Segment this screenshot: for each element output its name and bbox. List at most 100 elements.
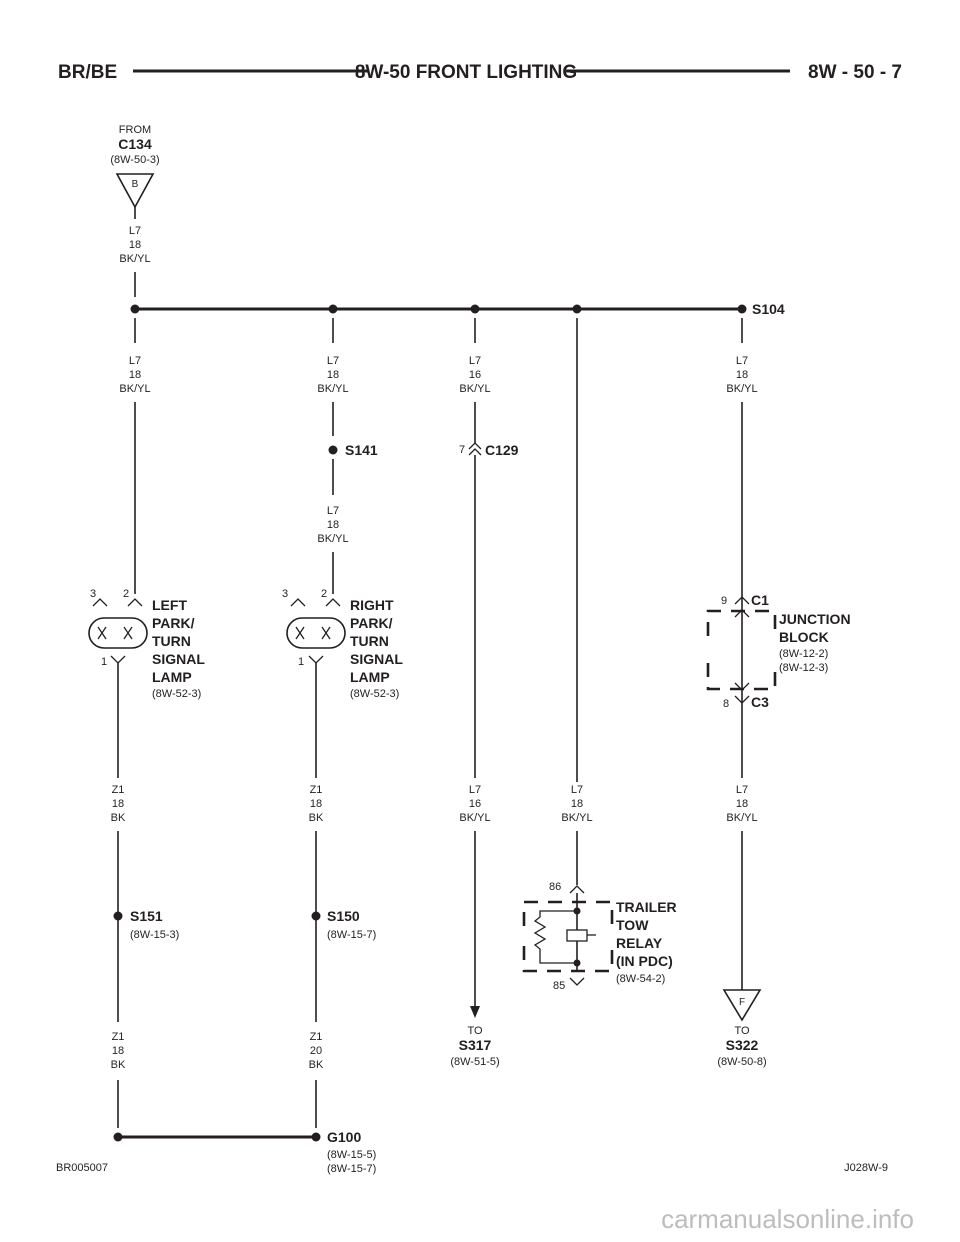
arrow-down-icon: [470, 1006, 480, 1018]
left-lamp: 3 2 1 LEFT PARK/ TURN SIGNAL LAMP (8W-52…: [88, 588, 205, 700]
relay-pin-86: 86: [549, 881, 561, 893]
svg-text:PARK/: PARK/: [152, 615, 195, 631]
svg-text:L7: L7: [736, 784, 748, 796]
c3-terminal-bottom: [734, 695, 750, 704]
wire-label-right-ground-2: Z1 20 BK: [309, 1031, 324, 1071]
right-lamp-pin-3: 3: [282, 588, 288, 600]
svg-text:TURN: TURN: [350, 633, 389, 649]
svg-text:BK: BK: [309, 812, 324, 824]
svg-text:BK: BK: [111, 1059, 126, 1071]
g100-ref-2: (8W-15-7): [327, 1163, 376, 1175]
svg-text:BK: BK: [309, 1059, 324, 1071]
s322-pin: F: [739, 997, 745, 1008]
s141-splice-dot: [328, 445, 338, 455]
svg-text:L7: L7: [129, 225, 141, 237]
relay-pin-85: 85: [553, 980, 565, 992]
right-lamp-filament-icon: [295, 626, 331, 640]
svg-text:Z1: Z1: [310, 784, 323, 796]
s322-connector-triangle: [722, 989, 762, 1022]
relay-resistor-icon: [533, 910, 577, 964]
svg-text:(IN PDC): (IN PDC): [616, 953, 673, 969]
left-lamp-pin-3: 3: [90, 588, 96, 600]
c1-label: C1: [751, 592, 769, 608]
c129-terminal-top: [468, 442, 482, 450]
right-lamp-pin-3-terminal: [290, 598, 306, 607]
s317-label: S317: [459, 1037, 492, 1053]
bus-dot-4: [572, 304, 582, 314]
s104-label: S104: [752, 301, 785, 317]
svg-text:20: 20: [310, 1045, 322, 1057]
svg-text:BK/YL: BK/YL: [119, 383, 150, 395]
c129-label: C129: [485, 442, 519, 458]
ground-dot-right: [311, 1132, 321, 1142]
bus-dot-1: [130, 304, 140, 314]
svg-text:(8W-12-3): (8W-12-3): [779, 662, 828, 674]
relay-dashed-outline: [522, 900, 614, 973]
left-lamp-pin-2-terminal: [127, 598, 143, 607]
svg-text:BLOCK: BLOCK: [779, 629, 829, 645]
svg-text:18: 18: [327, 519, 339, 531]
wire-label-left-feed: L7 18 BK/YL: [119, 355, 150, 395]
ground-dot-left: [113, 1132, 123, 1142]
header-page-number: 8W - 50 - 7: [808, 62, 902, 83]
svg-text:TRAILER: TRAILER: [616, 899, 677, 915]
footer-left-code: BR005007: [56, 1162, 108, 1174]
from-label: FROM: [119, 124, 151, 136]
wire-label-right-feed: L7 18 BK/YL: [317, 355, 348, 395]
svg-text:SIGNAL: SIGNAL: [350, 651, 403, 667]
svg-text:RELAY: RELAY: [616, 935, 663, 951]
s322-prefix: TO: [734, 1025, 750, 1037]
right-lamp: 3 2 1 RIGHT PARK/ TURN SIGNAL LAMP (8W-5…: [282, 588, 403, 700]
svg-text:RIGHT: RIGHT: [350, 597, 394, 613]
svg-text:18: 18: [736, 798, 748, 810]
wire-label-junction-feed: L7 18 BK/YL: [726, 355, 757, 395]
trailer-tow-relay: 86 85 TRAILER TOW RELAY (IN PDC) (8W-54-…: [522, 881, 677, 992]
svg-text:18: 18: [327, 369, 339, 381]
svg-text:BK/YL: BK/YL: [561, 812, 592, 824]
c134-pin: B: [132, 179, 139, 190]
c129-terminal-bottom: [468, 448, 482, 456]
left-lamp-pin-1: 1: [101, 656, 107, 668]
svg-text:16: 16: [469, 369, 481, 381]
s150-label: S150: [327, 908, 360, 924]
relay-pin-85-terminal: [569, 977, 585, 986]
bus-dot-2: [328, 304, 338, 314]
right-lamp-pin-1: 1: [298, 656, 304, 668]
svg-text:Z1: Z1: [112, 1031, 125, 1043]
svg-text:PARK/: PARK/: [350, 615, 393, 631]
svg-text:BK/YL: BK/YL: [459, 383, 490, 395]
s317-prefix: TO: [467, 1025, 483, 1037]
svg-text:16: 16: [469, 798, 481, 810]
svg-text:LEFT: LEFT: [152, 597, 187, 613]
wire-label-left-ground-1: Z1 18 BK: [111, 784, 126, 824]
svg-text:L7: L7: [327, 355, 339, 367]
left-lamp-filament-icon: [97, 626, 133, 640]
left-lamp-ref: (8W-52-3): [152, 688, 201, 700]
right-lamp-pin-1-terminal: [308, 655, 324, 664]
svg-text:L7: L7: [469, 355, 481, 367]
s151-label: S151: [130, 908, 163, 924]
wire-label-left-ground-2: Z1 18 BK: [111, 1031, 126, 1071]
svg-text:Z1: Z1: [310, 1031, 323, 1043]
wire-label-c129-out: L7 16 BK/YL: [459, 784, 490, 824]
svg-text:(8W-12-2): (8W-12-2): [779, 648, 828, 660]
svg-text:L7: L7: [469, 784, 481, 796]
s317-ref: (8W-51-5): [450, 1056, 499, 1068]
svg-text:Z1: Z1: [112, 784, 125, 796]
svg-text:BK/YL: BK/YL: [317, 533, 348, 545]
c134-label: C134: [118, 136, 152, 152]
c1-pin: 9: [721, 595, 727, 607]
wire-label-relay-feed: L7 18 BK/YL: [561, 784, 592, 824]
s150-ref: (8W-15-7): [327, 929, 376, 941]
c129-connector: 7 C129: [459, 442, 519, 458]
footer-right-code: J028W-9: [844, 1162, 888, 1174]
right-lamp-ref: (8W-52-3): [350, 688, 399, 700]
relay-coil-icon: [566, 929, 588, 942]
svg-text:BK/YL: BK/YL: [459, 812, 490, 824]
from-c134-connector: FROM C134 (8W-50-3) B: [110, 124, 160, 209]
svg-text:BK/YL: BK/YL: [119, 253, 150, 265]
svg-text:LAMP: LAMP: [350, 669, 390, 685]
to-s322-connector: F TO S322 (8W-50-8): [717, 989, 767, 1068]
svg-text:18: 18: [129, 239, 141, 251]
